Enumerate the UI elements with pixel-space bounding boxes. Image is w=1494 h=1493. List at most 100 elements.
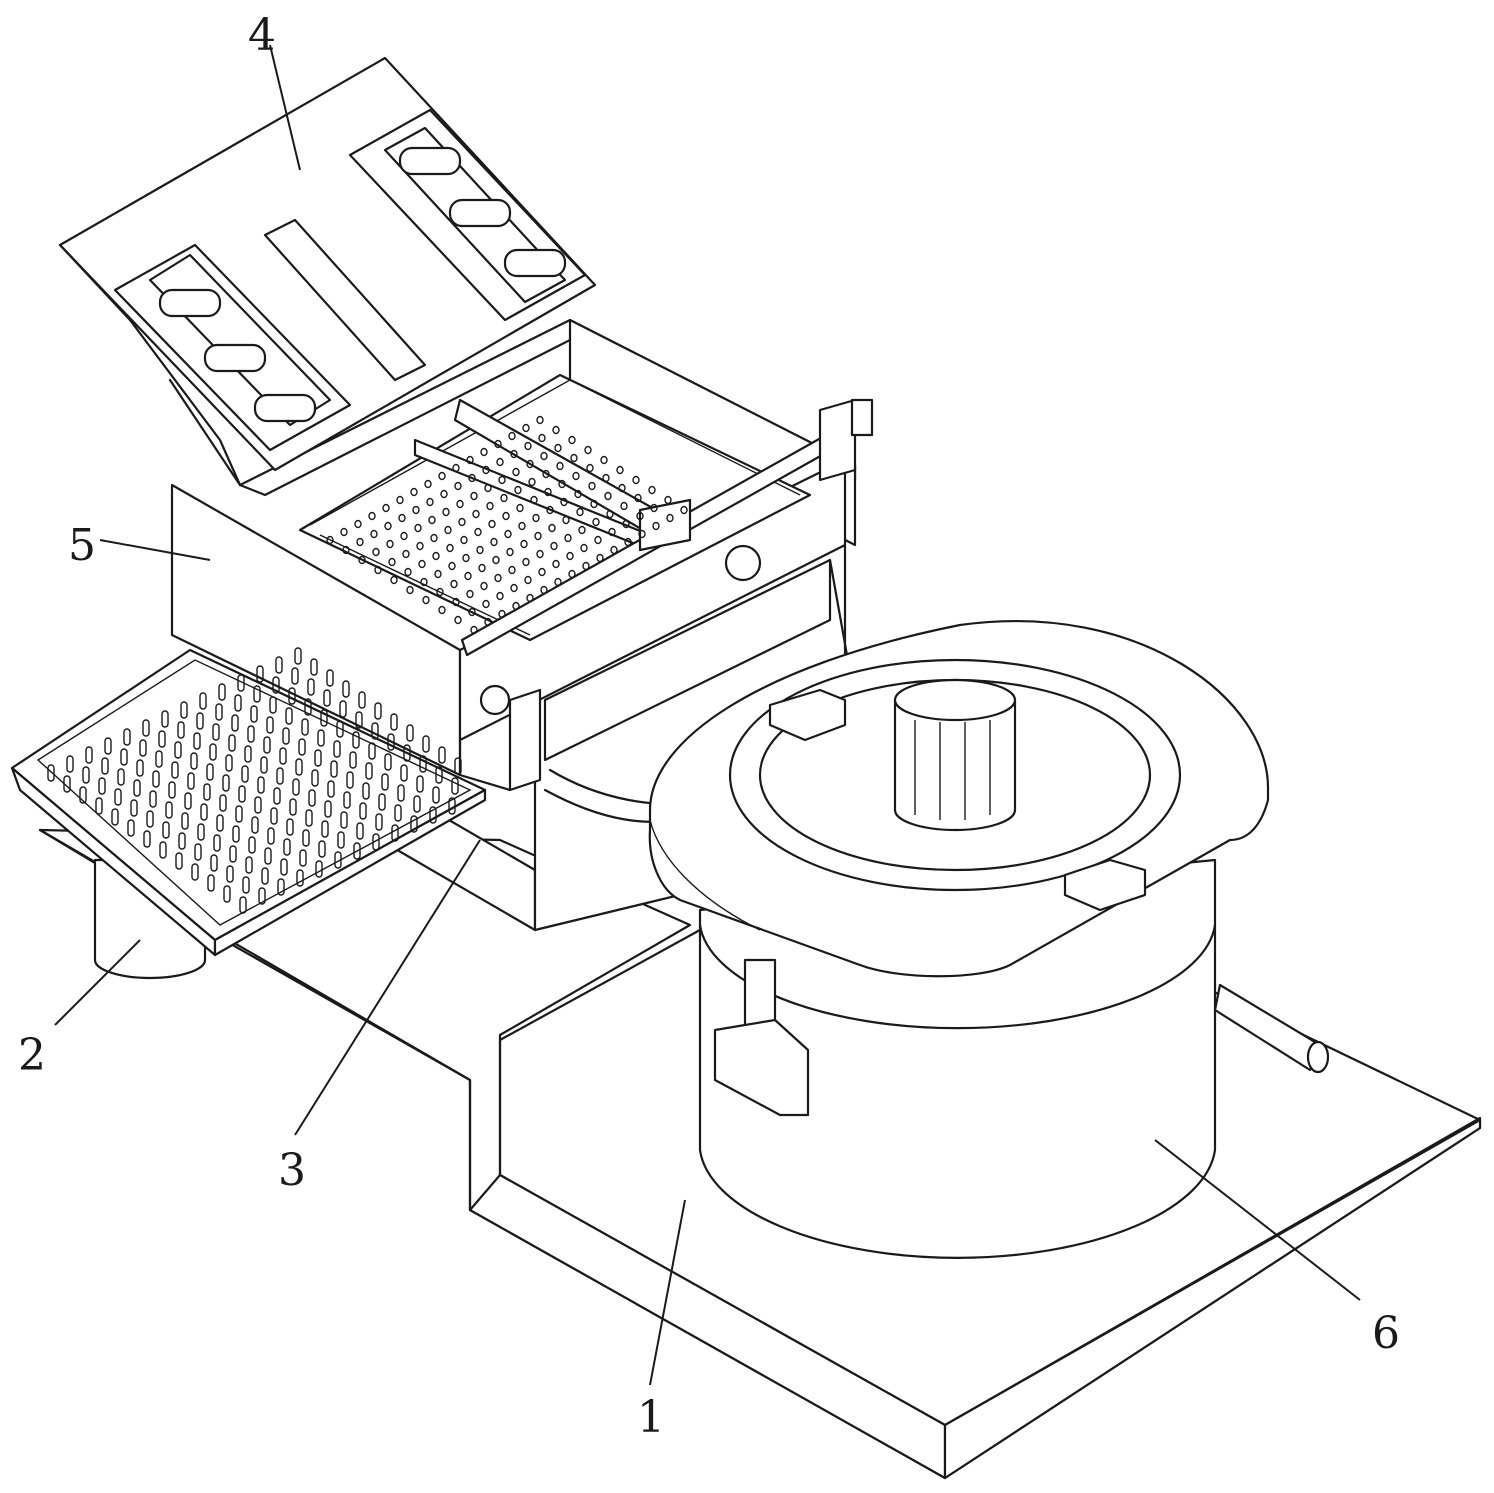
- tray-pin: [291, 667, 299, 685]
- tray-pin: [161, 710, 169, 728]
- sieve-hole: [406, 585, 414, 595]
- sieve-hole: [496, 591, 504, 601]
- tray-pin: [254, 796, 262, 814]
- sieve-hole: [532, 513, 540, 523]
- tray-pin: [206, 763, 214, 781]
- pin-tray: [10, 648, 487, 957]
- sieve-hole: [606, 509, 614, 519]
- tray-pin: [397, 784, 405, 802]
- tray-pin: [327, 780, 335, 798]
- tray-pin: [143, 830, 151, 848]
- tray-pin: [448, 797, 456, 815]
- tray-pin: [104, 737, 112, 755]
- sieve-hole: [396, 495, 404, 505]
- sieve-hole: [588, 481, 596, 491]
- sieve-hole: [550, 541, 558, 551]
- leader-5: [99, 539, 211, 561]
- sieve-hole: [390, 575, 398, 585]
- tray-pin: [419, 755, 427, 773]
- tray-pin: [451, 777, 459, 795]
- sieve-hole: [576, 507, 584, 517]
- sieve-hole: [650, 503, 658, 513]
- sieve-hole: [546, 505, 554, 515]
- sieve-hole: [634, 493, 642, 503]
- tray-pin: [191, 863, 199, 881]
- sieve-hole: [480, 447, 488, 457]
- tray-pin: [159, 841, 167, 859]
- sieve-hole: [578, 525, 586, 535]
- sieve-hole: [560, 497, 568, 507]
- tray-pin: [152, 770, 160, 788]
- sieve-hole: [526, 459, 534, 469]
- tray-pin: [387, 733, 395, 751]
- sieve-hole: [438, 605, 446, 615]
- tray-pin: [272, 676, 280, 694]
- tray-pin: [231, 714, 239, 732]
- tray-pin: [362, 782, 370, 800]
- tray-pin: [234, 694, 242, 712]
- tray-pin: [326, 669, 334, 687]
- tray-pin: [241, 765, 249, 783]
- sieve-hole: [484, 617, 492, 627]
- tray-pin: [384, 753, 392, 771]
- sieve-hole: [562, 515, 570, 525]
- sieve-hole: [400, 531, 408, 541]
- leader-lines: [54, 44, 1361, 1386]
- sieve-hole: [638, 529, 646, 539]
- sieve-hole: [538, 567, 546, 577]
- tray-pin: [256, 665, 264, 683]
- tray-pin: [432, 786, 440, 804]
- tray-pin: [63, 775, 71, 793]
- tray-pin: [82, 766, 90, 784]
- tray-pin: [235, 805, 243, 823]
- sieve-hole: [590, 499, 598, 509]
- tray-pin: [352, 731, 360, 749]
- sieve-hole: [538, 433, 546, 443]
- sieve-hole: [458, 517, 466, 527]
- tray-pin: [288, 687, 296, 705]
- tray-pin: [391, 824, 399, 842]
- sieve-hole: [440, 489, 448, 499]
- tray-pin: [371, 722, 379, 740]
- tray-pin: [238, 785, 246, 803]
- tray-pin: [266, 716, 274, 734]
- sieve-hole: [508, 431, 516, 441]
- sieve-hole: [610, 545, 618, 555]
- sieve-hole: [494, 573, 502, 583]
- tray-pin: [305, 809, 313, 827]
- tray-pin: [155, 750, 163, 768]
- tray-pin: [244, 745, 252, 763]
- sieve-hole: [502, 511, 510, 521]
- tray-pin: [130, 799, 138, 817]
- tray-pin: [277, 878, 285, 896]
- sieve-hole: [498, 609, 506, 619]
- sieve-hole: [442, 507, 450, 517]
- tray-pin: [299, 849, 307, 867]
- tray-pin: [400, 764, 408, 782]
- sieve-hole: [632, 475, 640, 485]
- tray-pin: [324, 800, 332, 818]
- tray-pin: [194, 843, 202, 861]
- tray-pin: [199, 692, 207, 710]
- sieve-hole: [428, 515, 436, 525]
- tray-pin: [146, 810, 154, 828]
- sieve-hole: [534, 531, 542, 541]
- tray-pin: [346, 771, 354, 789]
- tray-pin: [180, 701, 188, 719]
- callout-5: 5: [68, 520, 96, 571]
- tray-pin: [282, 727, 290, 745]
- hinged-lid: [58, 56, 597, 487]
- tray-pin: [365, 762, 373, 780]
- tray-pin: [320, 709, 328, 727]
- sieve-hole: [652, 521, 660, 531]
- tray-pin: [311, 769, 319, 787]
- sieve-hole: [536, 415, 544, 425]
- tray-pin: [276, 767, 284, 785]
- tray-pin: [226, 865, 234, 883]
- sieve-hole: [374, 565, 382, 575]
- tray-pin: [261, 867, 269, 885]
- sieve-hole: [340, 527, 348, 537]
- tray-pin: [260, 756, 268, 774]
- tray-pin: [339, 700, 347, 718]
